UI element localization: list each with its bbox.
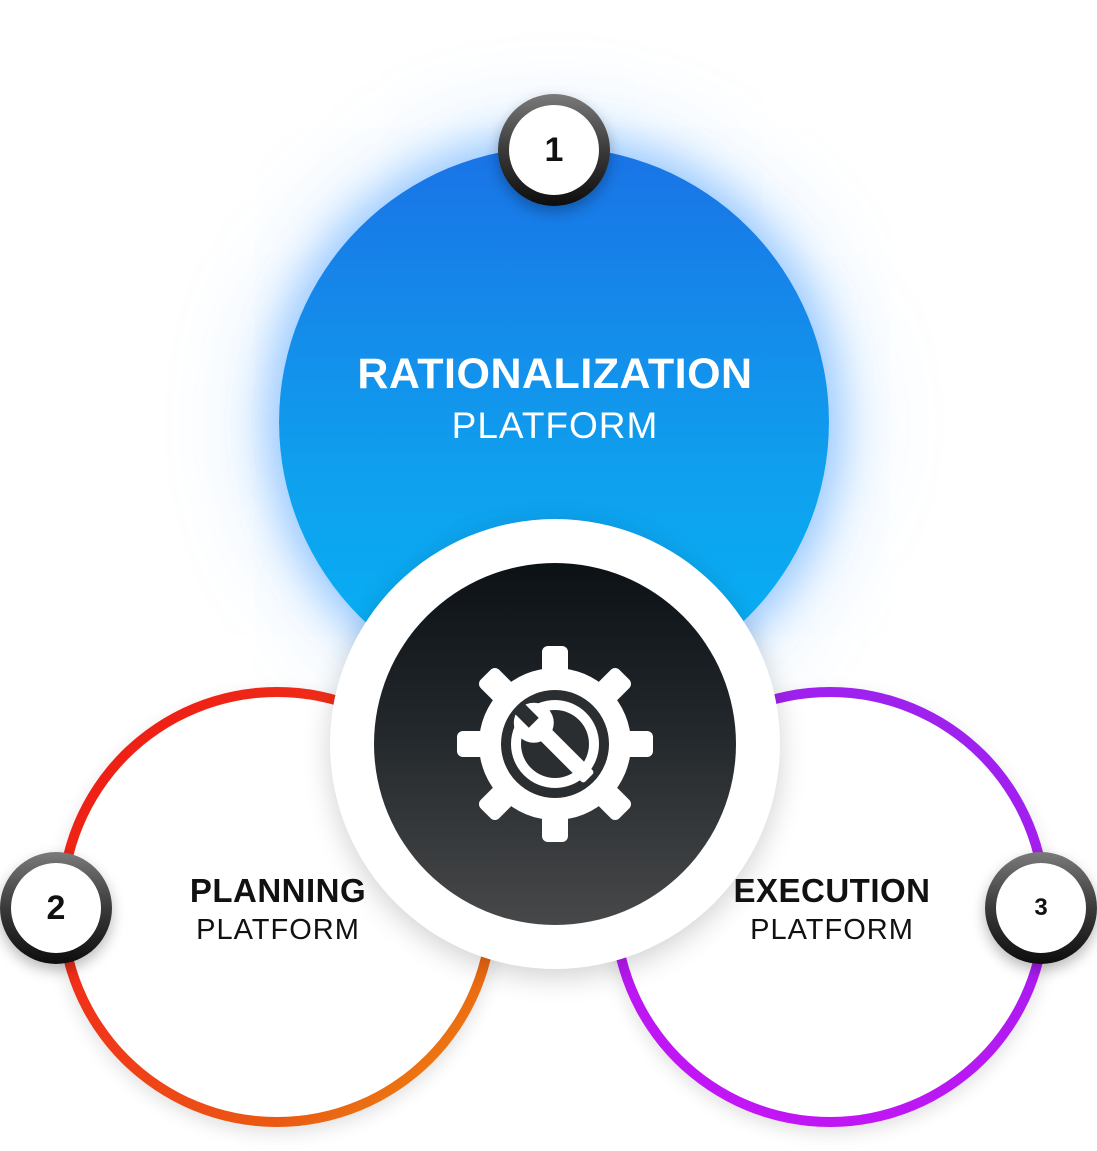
gear-wrench-icon	[457, 646, 653, 842]
planning-label: PLANNING PLATFORM	[150, 872, 406, 947]
node-title: PLANNING	[189, 872, 367, 909]
node-subtitle: PLATFORM	[196, 913, 360, 946]
node-subtitle: PLATFORM	[451, 405, 659, 447]
step-badge-3: 3	[985, 852, 1097, 964]
step-number: 1	[509, 105, 599, 195]
step-badge-2: 2	[0, 852, 112, 964]
step-badge-1: 1	[498, 94, 610, 206]
rationalization-label: RATIONALIZATION PLATFORM	[280, 350, 830, 448]
node-subtitle: PLATFORM	[750, 913, 914, 946]
node-title: EXECUTION	[733, 872, 931, 909]
step-number: 3	[996, 863, 1086, 953]
node-title: RATIONALIZATION	[357, 350, 753, 398]
execution-label: EXECUTION PLATFORM	[700, 872, 964, 947]
step-number: 2	[11, 863, 101, 953]
